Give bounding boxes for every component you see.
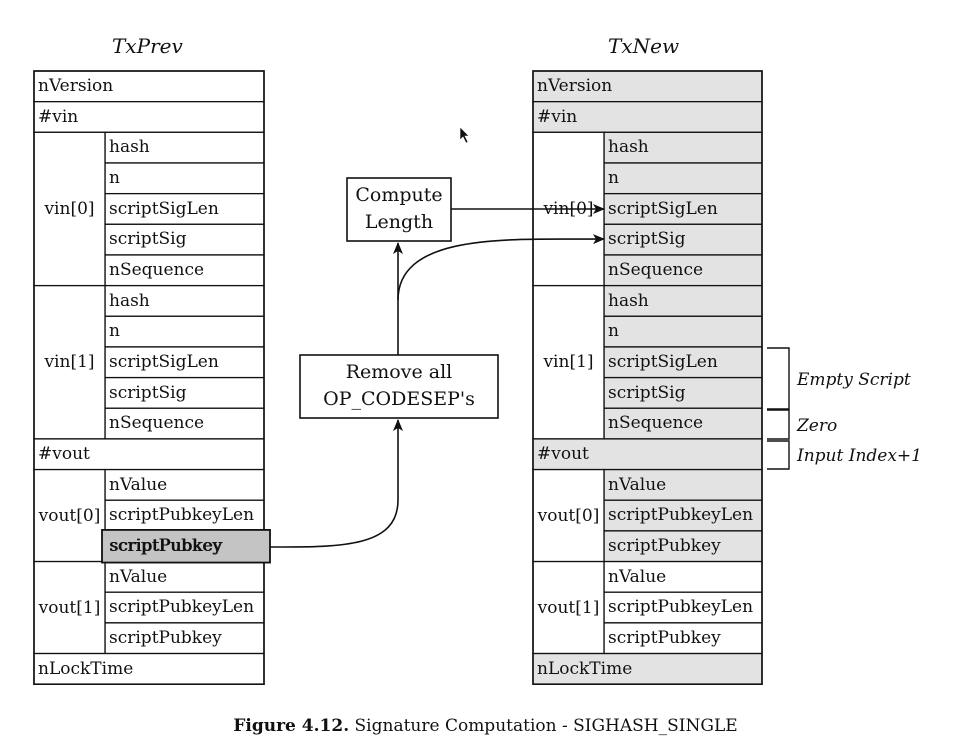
compute-length-label: Compute Length	[347, 182, 451, 236]
left-vout1-group	[33, 560, 106, 655]
left-vin1-n: n	[109, 321, 120, 342]
left-vin0-scriptSig: scriptSig	[109, 229, 187, 250]
right-vout0-scriptPubkey: scriptPubkey	[608, 535, 721, 556]
left-vout1-scriptPubkey-cell	[104, 622, 265, 655]
left-vin1-hash: hash	[109, 290, 150, 311]
right-row-vout-count	[532, 438, 763, 471]
right-field-vout-count: #vout	[537, 443, 589, 464]
right-vout1-group	[532, 560, 605, 655]
left-field-nlocktime: nLockTime	[38, 658, 134, 679]
left-vout1-nValue: nValue	[109, 566, 168, 587]
remove-line-2: OP_CODESEP's	[323, 388, 475, 410]
left-outer-border	[33, 70, 265, 686]
right-vin1-scriptSigLen: scriptSigLen	[608, 351, 718, 372]
right-row-count-vin	[532, 101, 763, 133]
left-vin0-nSequence: nSequence	[109, 259, 205, 280]
brace-empty-script	[767, 347, 790, 410]
remove-codesep-label: Remove all OP_CODESEP's	[300, 359, 498, 413]
left-row-count-vin	[33, 101, 265, 133]
right-vout1-nValue: nValue	[608, 566, 667, 587]
right-vin1-scriptSig: scriptSig	[608, 382, 686, 403]
left-vin0-label: vin[0]	[44, 198, 95, 219]
compute-line-2: Length	[364, 211, 434, 233]
zero-annotation: Zero	[797, 416, 838, 436]
left-field-nVersion: nVersion	[38, 76, 114, 96]
txnew-title: TxNew	[608, 34, 680, 58]
left-vout0-scriptPubkey: scriptPubkey	[109, 535, 222, 556]
right-vin1-label: vin[1]	[543, 352, 594, 373]
left-highlighted-scriptpubkey: scriptPubkey	[110, 535, 223, 556]
right-vout1-scriptPubkey: scriptPubkey	[608, 627, 721, 648]
left-vout0-group	[33, 468, 106, 563]
left-vout0-scriptPubkeyLen: scriptPubkeyLen	[109, 505, 255, 526]
left-vin1-scriptSigLen: scriptSigLen	[109, 351, 219, 372]
left-vin1-scriptSig: scriptSig	[109, 382, 187, 403]
compute-length-box	[346, 177, 452, 242]
input-index-annotation: Input Index+1	[797, 446, 922, 466]
right-vin0-nSequence: nSequence	[608, 259, 704, 280]
left-vin0-n-cell	[104, 162, 265, 195]
left-vout1-nValue-cell	[104, 560, 265, 593]
right-vout1-scriptPubkeyLen: scriptPubkeyLen	[608, 597, 754, 618]
right-field-nlocktime: nLockTime	[537, 658, 633, 679]
caption-number: Figure 4.12.	[233, 716, 350, 736]
right-vout1-label: vout[1]	[537, 597, 600, 618]
right-vin1-hash: hash	[608, 290, 649, 311]
caption-text: Signature Computation - SIGHASH_SINGLE	[349, 716, 738, 736]
right-vin0-label: vin[0]	[543, 198, 594, 219]
brace-input-index	[767, 440, 790, 470]
right-vin1-n-cell	[603, 315, 763, 348]
right-vin0-hash: hash	[608, 137, 649, 158]
left-vout1-label: vout[1]	[38, 597, 101, 618]
left-vin1-group	[33, 284, 106, 440]
left-field-vout-count: #vout	[38, 443, 90, 464]
right-vin0-scriptSigLen: scriptSigLen	[608, 198, 718, 219]
right-vin0-n-cell	[603, 162, 763, 195]
right-vout0-nValue: nValue	[608, 474, 667, 495]
left-vin1-nSequence: nSequence	[109, 413, 205, 434]
right-vin1-nSequence: nSequence	[608, 413, 704, 434]
left-vout1-scriptPubkeyLen: scriptPubkeyLen	[109, 597, 255, 618]
figure-caption: Figure 4.12. Signature Computation - SIG…	[0, 716, 971, 736]
txprev-title: TxPrev	[112, 34, 183, 58]
left-vin1-label: vin[1]	[44, 352, 95, 373]
left-vin0-scriptSigLen: scriptSigLen	[109, 198, 219, 219]
left-vin1-n-cell	[104, 315, 265, 348]
brace-zero	[767, 409, 790, 440]
left-field-count-vin: #vin	[38, 106, 79, 127]
left-vin0-n: n	[109, 167, 120, 188]
compute-line-1: Compute	[355, 184, 443, 206]
left-vout1-scriptPubkeyLen-cell	[104, 591, 265, 624]
right-vin0-scriptSigLen-cell	[603, 192, 763, 225]
left-vin0-hash: hash	[109, 137, 150, 158]
left-vout0-label: vout[0]	[38, 505, 101, 526]
arrow-remove-to-scriptsig	[397, 234, 605, 301]
right-field-count-vin: #vin	[537, 106, 578, 127]
right-outer-border	[532, 70, 763, 686]
empty-script-annotation: Empty Script	[797, 370, 911, 390]
right-vout0-scriptPubkeyLen: scriptPubkeyLen	[608, 505, 754, 526]
right-vin0-nSequence-cell	[603, 254, 763, 287]
right-vout0-label: vout[0]	[537, 505, 600, 526]
right-field-nVersion: nVersion	[537, 76, 613, 96]
mouse-cursor-icon	[459, 126, 470, 144]
txprev-structure	[33, 70, 271, 686]
right-vin0-n: n	[608, 167, 619, 188]
remove-codesep-box	[299, 354, 499, 419]
right-vin1-n: n	[608, 321, 619, 342]
txnew-structure	[532, 70, 763, 686]
left-vin1-scriptSig-cell	[104, 376, 265, 409]
arrow-scriptpubkey-to-remove	[269, 419, 403, 548]
left-vout1-scriptPubkey: scriptPubkey	[109, 627, 222, 648]
right-vin0-scriptSig: scriptSig	[608, 229, 686, 250]
left-vout0-nValue: nValue	[109, 474, 168, 495]
remove-line-1: Remove all	[345, 361, 453, 383]
